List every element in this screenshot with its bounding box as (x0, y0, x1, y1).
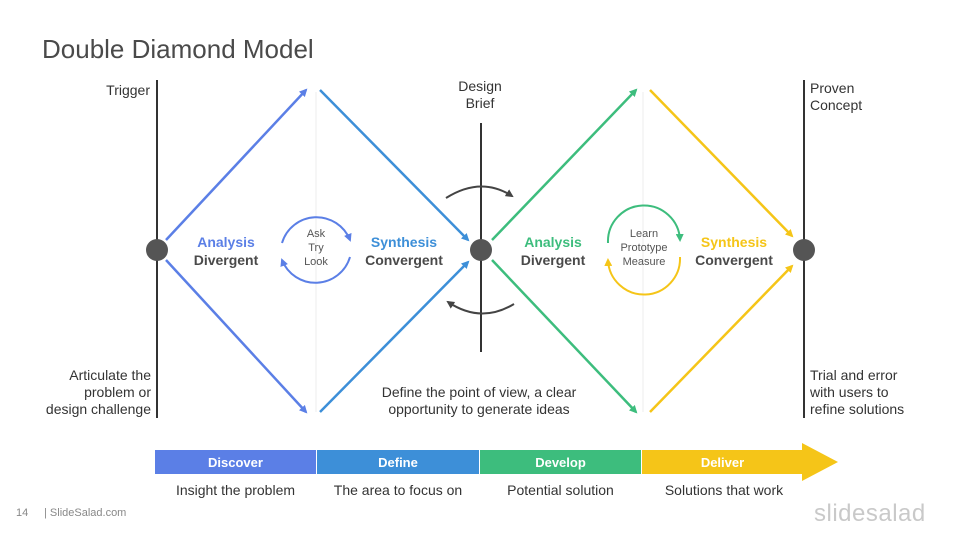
diamond2-left-label: Analysis Divergent (503, 233, 603, 269)
deliver-arrow-down (649, 89, 794, 238)
phase-define-desc: The area to focus on (333, 482, 463, 498)
note-right: Trial and error with users to refine sol… (810, 367, 904, 418)
note-center-line: opportunity to generate ideas (388, 401, 570, 417)
rotate-arrow-top (445, 185, 514, 199)
diamond2-right-label: Synthesis Convergent (684, 233, 784, 269)
brand-logo: slidesalad (814, 500, 926, 527)
diamond1-analysis: Analysis (197, 234, 255, 250)
cycle-1-arc-top (281, 216, 352, 244)
node-proven-concept (793, 239, 815, 261)
diamond2-convergent: Convergent (695, 252, 773, 268)
phase-develop: Develop (480, 450, 641, 474)
note-center-line: Define the point of view, a clear (381, 384, 577, 400)
diamond1-synthesis: Synthesis (370, 234, 438, 250)
cycle-2-arc-bottom (604, 256, 682, 296)
proven-label-1: Proven (810, 80, 855, 96)
cycle-1-item: Try (308, 242, 324, 254)
develop-arrow-down (491, 259, 638, 414)
diamond1-divergent: Divergent (193, 252, 259, 268)
design-brief-label-2: Brief (465, 95, 495, 111)
note-right-line: refine solutions (810, 401, 905, 417)
note-left-line: problem or (84, 384, 151, 400)
cycle-2-item: Learn (629, 228, 659, 240)
diamond2-divergent: Divergent (520, 252, 586, 268)
page-title: Double Diamond Model (42, 34, 314, 64)
diamond1-convergent: Convergent (365, 252, 443, 268)
cycle-2-labels: Learn Prototype Measure (610, 227, 678, 269)
page-number: 14 (16, 507, 29, 519)
footer-site: | SlideSalad.com (44, 507, 127, 519)
cycle-2-arc-top (606, 204, 684, 244)
trigger-label: Trigger (106, 82, 150, 98)
design-brief-label-1: Design (458, 78, 502, 94)
cycle-1-arc-bottom (280, 256, 351, 284)
note-right-line: with users to (810, 384, 889, 400)
phase-discover-desc: Insight the problem (175, 482, 296, 498)
note-left-line: Articulate the (69, 367, 151, 383)
diamond2-analysis: Analysis (524, 234, 582, 250)
note-left: Articulate the problem or design challen… (20, 367, 151, 418)
cycle-2-item: Prototype (620, 242, 668, 254)
phase-deliver: Deliver (642, 450, 803, 474)
phase-deliver-desc: Solutions that work (664, 482, 784, 498)
deliver-arrow-tip (802, 443, 838, 481)
discover-arrow-up (165, 88, 308, 241)
node-trigger (146, 239, 168, 261)
cycle-2-item: Measure (622, 256, 666, 268)
note-left-line: design challenge (45, 401, 151, 417)
phase-develop-desc: Potential solution (507, 482, 614, 498)
proven-label-2: Concept (810, 97, 863, 113)
discover-arrow-down (165, 259, 308, 414)
diamond2-synthesis: Synthesis (700, 234, 768, 250)
node-design-brief (470, 239, 492, 261)
define-arrow-down (319, 89, 470, 242)
develop-arrow-up (491, 88, 638, 241)
diamond1-right-label: Synthesis Convergent (354, 233, 454, 269)
cycle-1-labels: Ask Try Look (290, 227, 342, 269)
cycle-1-item: Ask (306, 228, 326, 240)
cycle-1-item: Look (304, 256, 328, 268)
note-center: Define the point of view, a clear opport… (350, 384, 608, 418)
diamond1-left-label: Analysis Divergent (176, 233, 276, 269)
rotate-arrow-bottom (446, 300, 515, 315)
deliver-arrow-up (649, 264, 794, 413)
phase-define: Define (317, 450, 479, 474)
phase-discover: Discover (155, 450, 316, 474)
define-arrow-up (319, 260, 470, 413)
note-right-line: Trial and error (810, 367, 898, 383)
